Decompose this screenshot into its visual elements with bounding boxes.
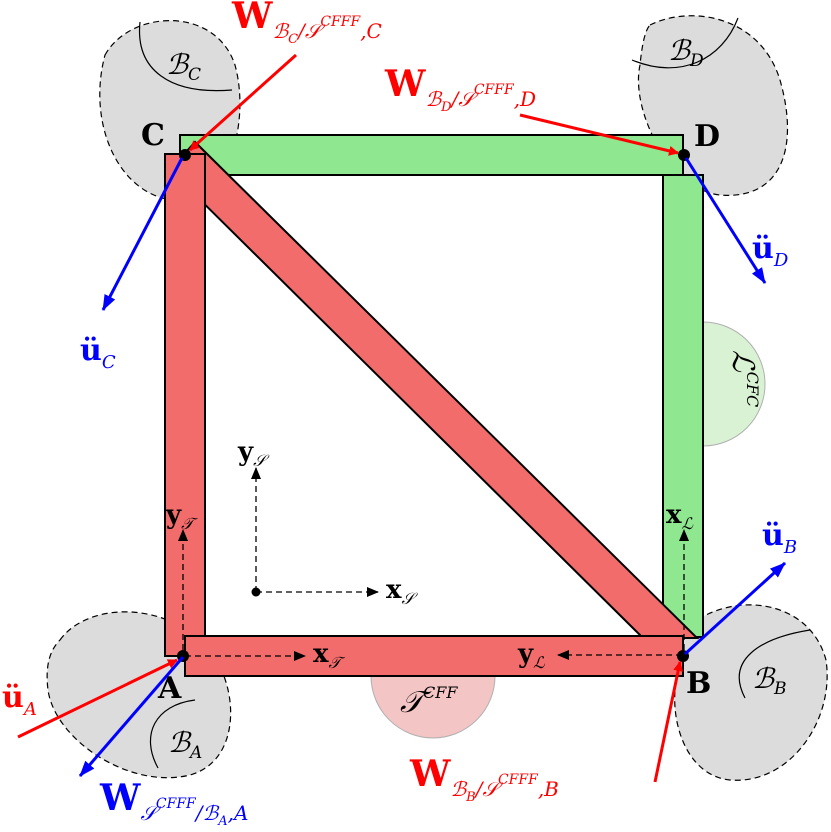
substructure-l-label: ℒCFC bbox=[725, 350, 762, 407]
wrench-c-arrow bbox=[188, 53, 298, 152]
beam-bc-diagonal bbox=[168, 140, 700, 639]
substructure-t-disc bbox=[370, 675, 496, 739]
wrench-d-label: WℬD/𝒮CFFF,D bbox=[384, 63, 536, 115]
acceleration-d-arrow bbox=[684, 157, 767, 284]
frame-s-y-label: y𝒮 bbox=[237, 437, 270, 470]
wrench-b-arrow bbox=[653, 661, 684, 783]
substructure-l-disc bbox=[702, 321, 766, 447]
acceleration-c-label: üC bbox=[80, 333, 116, 373]
wrench-d-arrow bbox=[519, 113, 679, 156]
body-b-inner-curve bbox=[738, 629, 811, 699]
frame-s-origin bbox=[251, 587, 261, 597]
acceleration-c-arrow bbox=[101, 157, 184, 311]
wrench-a-label: W𝒮CFFF/ℬA,A bbox=[99, 777, 248, 829]
node-label-a: A bbox=[157, 671, 182, 706]
acceleration-b-arrow bbox=[683, 561, 787, 656]
body-d-inner-curve bbox=[631, 17, 739, 69]
node-label-b: B bbox=[686, 666, 711, 701]
node-label-d: D bbox=[694, 119, 720, 154]
body-label-c: ℬC bbox=[166, 48, 201, 85]
wrench-a-arrow bbox=[78, 656, 185, 777]
body-c-inner-curve bbox=[138, 21, 233, 92]
node-label-c: C bbox=[141, 118, 165, 153]
acceleration-a-label: üA bbox=[2, 680, 37, 720]
body-label-b: ℬB bbox=[752, 662, 787, 699]
body-label-a: ℬA bbox=[168, 726, 202, 763]
wrench-b-label: WℬB/𝒮CFFF,B bbox=[409, 753, 559, 805]
acceleration-a-arrow bbox=[17, 658, 178, 739]
wrench-c-label: WℬC/𝒮CFFF,C bbox=[231, 0, 382, 47]
frame-l-x-label: xℒ bbox=[666, 500, 694, 533]
frame-l-y-label: yℒ bbox=[517, 639, 545, 672]
beam-ac bbox=[164, 153, 206, 657]
body-a-inner-curve bbox=[149, 699, 196, 769]
beam-cd bbox=[179, 134, 684, 176]
beam-bd bbox=[662, 174, 704, 638]
acceleration-b-label: üB bbox=[762, 518, 797, 558]
body-label-d: ℬD bbox=[668, 34, 704, 71]
acceleration-d-label: üD bbox=[752, 231, 789, 271]
frame-s-x-label: x𝒮 bbox=[386, 575, 419, 608]
